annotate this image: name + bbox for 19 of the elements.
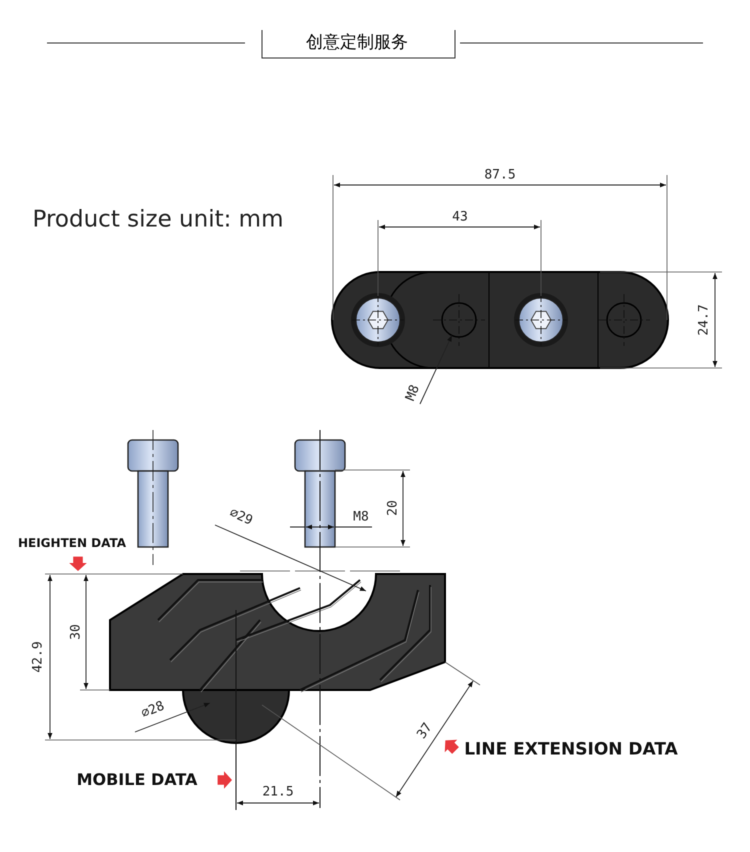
dimension-label: 37: [415, 720, 435, 742]
dimension-label: 21.5: [262, 786, 294, 798]
dimension-label: M8: [353, 510, 369, 524]
callout-text: MOBILE DATA: [76, 772, 198, 788]
leader-text: M8: [404, 383, 422, 403]
dimension-label: 43: [452, 210, 468, 224]
leader-line: [420, 334, 452, 404]
header-title: 创意定制服务: [306, 34, 408, 52]
dimension-label: ⌀28: [140, 700, 166, 720]
dimension-label: 42.9: [32, 641, 44, 673]
callout-text: LINE EXTENSION DATA: [464, 742, 678, 758]
bolt-hole: [441, 302, 477, 338]
dimension-label: 24.7: [698, 304, 710, 336]
dimension-label: ⌀29: [228, 506, 254, 528]
dimension-label: 87.5: [484, 168, 516, 182]
dimension-label: 20: [386, 500, 400, 516]
callout-text: HEIGHTEN DATA: [18, 537, 126, 549]
dimension-label: 30: [70, 624, 82, 640]
unit-note: Product size unit: mm: [32, 208, 284, 232]
